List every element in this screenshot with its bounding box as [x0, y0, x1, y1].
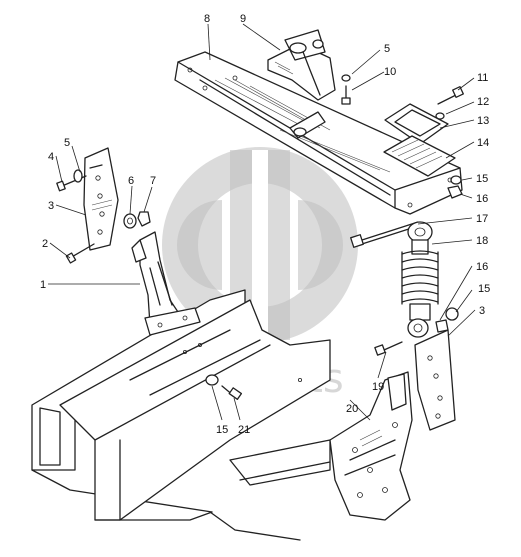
- callout-8: 8: [204, 13, 210, 25]
- callout-3-right: 3: [479, 305, 485, 317]
- pad-13: [384, 103, 449, 145]
- callout-1: 1: [40, 279, 46, 291]
- callout-20: 20: [346, 403, 358, 415]
- fasteners-right-top: [447, 175, 463, 199]
- part-9-top-bracket: [267, 29, 336, 101]
- part-19-bolt: [374, 341, 403, 356]
- callout-5-top: 5: [384, 43, 390, 55]
- fasteners-top: [341, 74, 351, 105]
- callout-4: 4: [48, 151, 54, 163]
- parts-11-14-pad-assembly: [383, 86, 464, 177]
- callout-6: 6: [128, 175, 134, 187]
- parts-15-21-lower: [205, 374, 243, 400]
- callout-11: 11: [477, 72, 488, 84]
- washer-15-center: [205, 374, 219, 386]
- vehicle-frame: [31, 289, 331, 541]
- part-18-shock-absorber: [401, 221, 439, 338]
- nut-16: [447, 185, 463, 199]
- callout-15-right: 15: [478, 283, 490, 295]
- callout-16-top: 16: [476, 193, 488, 205]
- part-3-left-plate: [83, 147, 119, 251]
- callout-9: 9: [240, 13, 246, 25]
- callout-3-left: 3: [48, 200, 54, 212]
- callout-12: 12: [477, 96, 489, 108]
- part-1-front-bracket: [131, 231, 201, 336]
- callout-7: 7: [150, 175, 156, 187]
- callout-5-left: 5: [64, 137, 70, 149]
- fasteners-left: [56, 169, 151, 264]
- washer-12: [435, 112, 445, 120]
- callout-10: 10: [384, 66, 396, 78]
- callout-labels: 1 2 3 3 4 5 5 6 7 8 9 10 11 12 13 14 15 …: [40, 13, 490, 436]
- callout-14: 14: [477, 137, 489, 149]
- washer-6: [123, 213, 137, 229]
- callout-13: 13: [477, 115, 489, 127]
- callout-19: 19: [372, 381, 384, 393]
- plate-14: [383, 135, 456, 177]
- washer-15-lower: [445, 307, 459, 321]
- part-20-rear-bracket: [329, 371, 413, 521]
- washer-5: [73, 169, 83, 183]
- washer-5-top: [341, 74, 351, 82]
- part-8-crossmember: [174, 51, 463, 215]
- watermark-logo: [162, 147, 358, 343]
- part-3-right-plate: [414, 329, 456, 431]
- callout-21: 21: [238, 424, 250, 436]
- washer-15: [450, 175, 462, 185]
- callout-18: 18: [476, 235, 488, 247]
- nut-7: [137, 211, 151, 227]
- fasteners-right-lower: [435, 307, 459, 333]
- bolt-2: [69, 243, 95, 259]
- callout-16-right: 16: [476, 261, 488, 273]
- callout-15-top: 15: [476, 173, 488, 185]
- callout-17: 17: [476, 213, 488, 225]
- callout-15-center: 15: [216, 424, 228, 436]
- leader-lines: [48, 23, 476, 421]
- callout-2: 2: [42, 238, 48, 250]
